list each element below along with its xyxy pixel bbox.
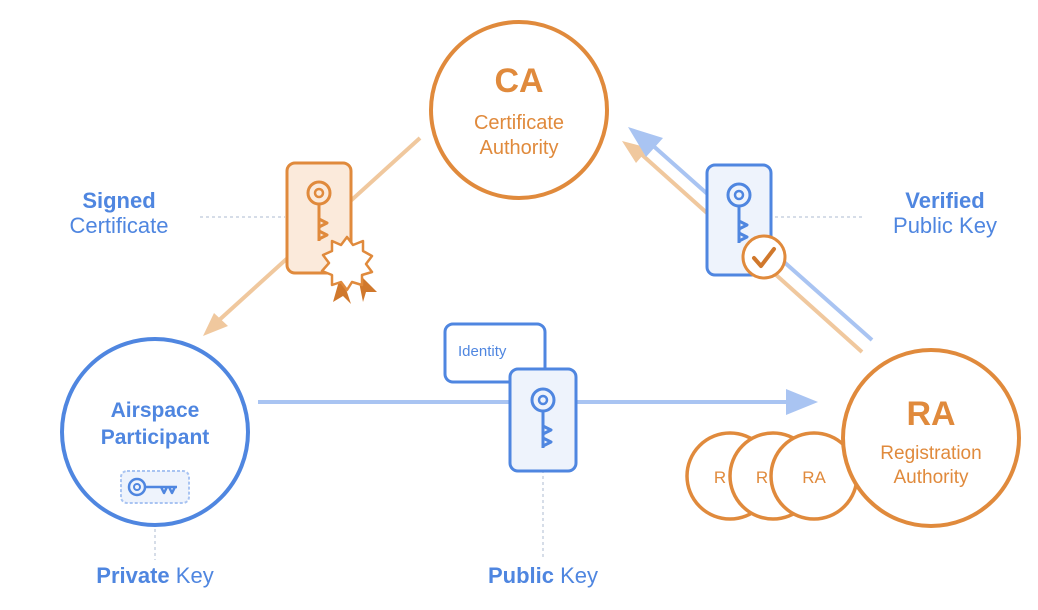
ra-stack-label-2: R [755, 468, 769, 487]
ra-abbr: RA [906, 395, 956, 433]
verified-label-rest: Public Key [893, 213, 997, 239]
private-label-rest: Key [169, 563, 214, 588]
private-key-tag [120, 470, 190, 504]
ra-stack-label-3: RA [802, 468, 826, 487]
ra-stack-label-1: R [713, 468, 727, 487]
public-key-card [508, 367, 578, 473]
signed-certificate-card [285, 161, 377, 304]
ra-label-line2: Authority [893, 467, 969, 488]
private-label-bold: Private [96, 563, 170, 588]
identity-label: Identity [458, 343, 507, 360]
ca-circle [429, 20, 609, 200]
ra-stack [685, 431, 859, 521]
ca-label-line1: Certificate [473, 112, 565, 134]
ra-label-line1: Registration [880, 443, 982, 464]
participant-label-line1: Airspace [110, 399, 200, 422]
ca-label-line2: Authority [479, 137, 559, 159]
public-label-rest: Key [553, 563, 599, 588]
verified-public-key-label: Verified Public Key [870, 188, 1020, 239]
signed-label-rest: Certificate [69, 213, 169, 239]
public-label-bold: Public [487, 563, 554, 588]
ra-circle [841, 348, 1021, 528]
participant-label-line2: Participant [100, 426, 210, 449]
verified-label-bold: Verified [905, 188, 985, 213]
signed-certificate-label: Signed Certificate [44, 188, 194, 239]
checkmark-icon [752, 247, 776, 268]
ca-abbr: CA [494, 62, 544, 100]
public-key-label: Public Key [468, 563, 618, 588]
participant-circle [60, 337, 250, 527]
key-icon [127, 477, 177, 497]
signed-label-bold: Signed [82, 188, 156, 213]
verified-public-key-card [705, 163, 787, 280]
private-key-label: Private Key [80, 563, 230, 588]
seal-ribbon-icon [320, 235, 377, 304]
